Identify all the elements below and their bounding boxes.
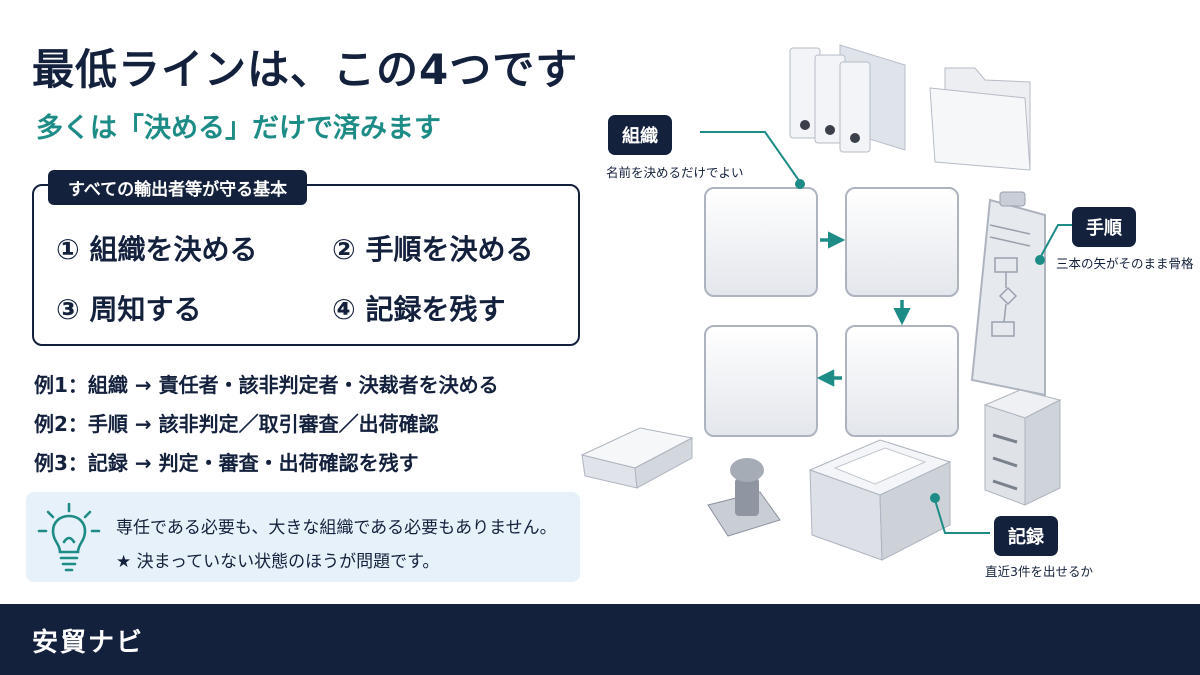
- document-box-icon: [808, 439, 952, 561]
- slide-subtitle: 多くは「決める」だけで済みます: [36, 113, 441, 144]
- filing-cabinet-icon: [983, 389, 1062, 506]
- footer-brand: 安貿ナビ: [32, 628, 145, 658]
- tag-record: 記録: [994, 516, 1058, 556]
- example-line: 例3：記録 → 判定・審査・出荷確認を残す: [34, 451, 419, 475]
- flow-arrows: [816, 231, 911, 387]
- slide-title: 最低ラインは、この4つです: [32, 45, 579, 94]
- tag-procedure-desc: 三本の矢がそのまま骨格: [1056, 256, 1194, 271]
- binders-icon: [789, 44, 906, 153]
- step-procedure: ② 手順を決める: [332, 233, 534, 266]
- tag-record-desc: 直近3件を出せるか: [985, 564, 1093, 579]
- clipboard-icon: [970, 191, 1046, 397]
- tag-organization-desc: 名前を決めるだけでよい: [606, 165, 744, 180]
- callout-lines: [700, 131, 1072, 534]
- tag-procedure: 手順: [1072, 207, 1136, 247]
- footer-bar: [0, 604, 1200, 675]
- step-organization: ① 組織を決める: [56, 233, 258, 266]
- note-line: ★ 決まっていない状態のほうが問題です。: [116, 552, 440, 572]
- example-line: 例2：手順 → 該非判定／取引審査／出荷確認: [34, 412, 439, 436]
- inbox-tray-icon: [580, 427, 694, 489]
- step-record: ④ 記録を残す: [332, 293, 506, 326]
- office-illustration: [580, 44, 1072, 561]
- step-notify: ③ 周知する: [56, 293, 202, 326]
- flow-panels: [704, 187, 959, 437]
- tag-organization: 組織: [608, 115, 672, 155]
- lightbulb-icon: [37, 502, 101, 572]
- folder-icon: [929, 67, 1031, 171]
- note-box: [26, 492, 580, 582]
- example-line: 例1：組織 → 責任者・該非判定者・決裁者を決める: [34, 373, 499, 397]
- stamp-icon: [707, 458, 781, 537]
- basics-label: すべての輸出者等が守る基本: [48, 170, 308, 205]
- note-line: 専任である必要も、大きな組織である必要もありません。: [116, 518, 557, 538]
